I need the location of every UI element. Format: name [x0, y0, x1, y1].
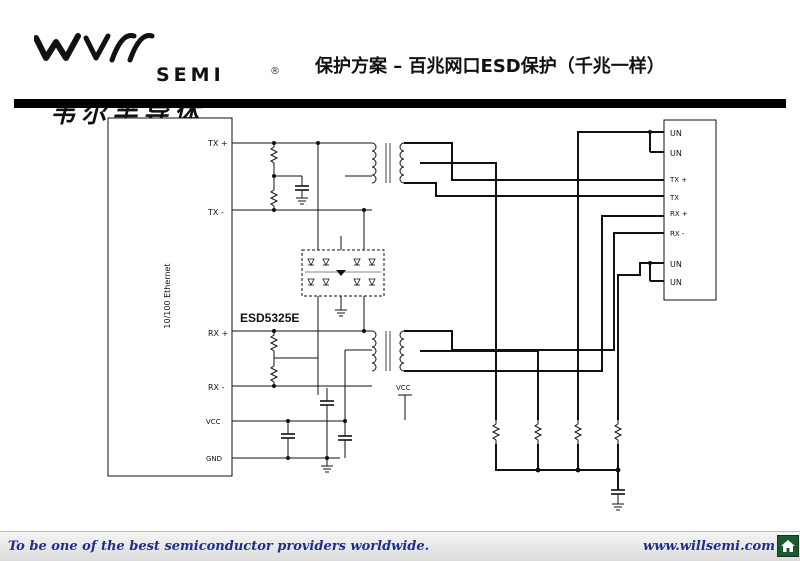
conn-pin-rx-plus: RX + — [670, 210, 688, 218]
phy-pin-rx-minus: RX - — [208, 383, 225, 392]
esd5325e-device — [301, 141, 385, 388]
footer-website[interactable]: www.willsemi.com — [643, 539, 775, 554]
phy-pin-tx-minus: TX - — [207, 208, 224, 217]
tx-transformer — [371, 142, 405, 184]
conn-pin-tx: TX — [669, 194, 679, 202]
conn-pin-un-3: UN — [670, 260, 682, 269]
rx-transformer — [371, 330, 405, 372]
vcc-center-tap: VCC — [396, 384, 412, 420]
brand-wordmark: SEMI — [156, 64, 225, 86]
registered-mark: ® — [270, 66, 280, 77]
conn-pin-tx-plus: TX + — [669, 176, 687, 184]
footer-bar: To be one of the best semiconductor prov… — [0, 531, 800, 561]
footer-slogan: To be one of the best semiconductor prov… — [8, 539, 430, 554]
vcc-label: VCC — [396, 384, 411, 392]
phy-pin-gnd: GND — [206, 455, 222, 463]
header-divider — [14, 99, 786, 108]
ethernet-phy-block: 10/100 Ethernet TX + TX - RX + RX - VCC … — [107, 117, 233, 477]
phy-block-label: 10/100 Ethernet — [163, 263, 172, 328]
slide-title: 保护方案 – 百兆网口ESD保护（千兆一样） — [315, 56, 665, 77]
phy-pin-vcc: VCC — [206, 418, 221, 426]
conn-pin-un-2: UN — [670, 149, 682, 158]
rj45-connector: UN UN TX + TX RX + RX - UN UN — [663, 119, 717, 301]
esd-part-label: ESD5325E — [240, 311, 299, 325]
bob-smith-resistors — [492, 130, 652, 511]
phy-signal-wires — [232, 142, 372, 459]
conn-pin-un-1: UN — [670, 129, 682, 138]
phy-pin-tx-plus: TX + — [207, 139, 228, 148]
phy-decoupling — [280, 175, 372, 473]
home-button[interactable] — [777, 535, 799, 557]
willsemi-logo-icon — [34, 33, 155, 63]
phy-pin-rx-plus: RX + — [208, 329, 228, 338]
cable-side-wiring — [404, 131, 664, 490]
rx-termination — [270, 329, 318, 388]
esd-protection-schematic: 10/100 Ethernet TX + TX - RX + RX - VCC … — [107, 117, 717, 511]
conn-pin-rx-minus: RX - — [670, 230, 685, 238]
tx-termination — [270, 141, 310, 212]
home-icon — [781, 540, 795, 552]
conn-pin-un-4: UN — [670, 278, 682, 287]
